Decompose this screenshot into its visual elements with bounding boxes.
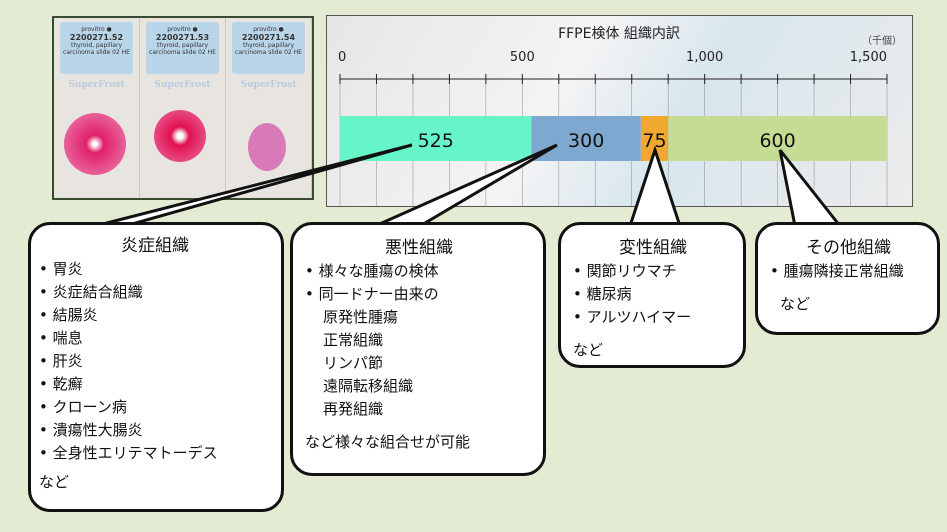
tick-label: 500 bbox=[510, 50, 535, 65]
slide-id: 2200271.54 bbox=[241, 33, 296, 42]
callout-box: 悪性組織様々な腫瘍の検体同一ドナー由来の原発性腫瘍正常組織リンパ節遠隔転移組織再… bbox=[290, 222, 546, 476]
callout-title: 悪性組織 bbox=[385, 238, 453, 258]
list-item: 潰瘍性大腸炎 bbox=[39, 419, 271, 442]
callout-footer: など bbox=[780, 295, 811, 313]
callout-tail bbox=[778, 149, 844, 228]
slide-desc: thyroid, papillary carcinoma slide 02 HE bbox=[149, 42, 216, 56]
tissue-section bbox=[248, 123, 286, 171]
list-item: 再発組織 bbox=[323, 400, 384, 418]
callout-tail bbox=[94, 143, 413, 228]
data-label: 300 bbox=[568, 130, 604, 152]
brand-text: provitro ● bbox=[81, 26, 112, 33]
callout-box: 炎症組織胃炎炎症結合組織結腸炎喘息肝炎乾癬クローン病潰瘍性大腸炎全身性エリテマト… bbox=[28, 222, 284, 512]
bar-segment bbox=[531, 116, 641, 161]
callout-list: 様々な腫瘍の検体同一ドナー由来の原発性腫瘍正常組織リンパ節遠隔転移組織再発組織 bbox=[305, 260, 533, 421]
list-item: 正常組織 bbox=[323, 331, 384, 349]
list-item: 同一ドナー由来の bbox=[305, 283, 533, 306]
tissue-section bbox=[154, 110, 206, 162]
callout-tail bbox=[627, 145, 683, 228]
list-item: リンパ節 bbox=[323, 354, 384, 372]
unit-label: （千個） bbox=[862, 34, 902, 47]
list-item: 全身性エリテマトーデス bbox=[39, 442, 271, 465]
stacked-bar-chart: FFPE検体 組織内訳 （千個） 0 500 1,000 1,500 525 300 75 600 bbox=[338, 26, 902, 206]
callout-box: 変性組織関節リウマチ糖尿病アルツハイマーなど bbox=[558, 222, 746, 368]
superfrost-text: SuperFrost bbox=[154, 80, 211, 90]
list-item: 様々な腫瘍の検体 bbox=[305, 260, 533, 283]
callout-title: 変性組織 bbox=[619, 238, 687, 258]
list-item: 原発性腫瘍 bbox=[323, 308, 399, 326]
data-label: 600 bbox=[759, 130, 795, 152]
callout-list: 腫瘍隣接正常組織 bbox=[770, 260, 927, 283]
list-item: アルツハイマー bbox=[573, 306, 733, 329]
list-item: 腫瘍隣接正常組織 bbox=[770, 260, 927, 283]
tick-label: 0 bbox=[338, 50, 346, 65]
superfrost-text: SuperFrost bbox=[68, 80, 125, 90]
callout-footer: など様々な組合せが可能 bbox=[305, 433, 471, 451]
chart-title: FFPE検体 組織内訳 bbox=[558, 26, 680, 42]
slide-id: 2200271.52 bbox=[69, 33, 124, 42]
list-item: 肝炎 bbox=[39, 350, 271, 373]
bar-segment bbox=[668, 116, 887, 161]
chart-panel: FFPE検体 組織内訳 （千個） 0 500 1,000 1,500 525 300 75 600 bbox=[326, 15, 913, 207]
bar-segment bbox=[340, 116, 532, 161]
list-item: 乾癬 bbox=[39, 373, 271, 396]
slide-id: 2200271.53 bbox=[155, 33, 210, 42]
data-label: 75 bbox=[642, 130, 666, 152]
tick-label: 1,000 bbox=[686, 50, 723, 65]
tick-label: 1,500 bbox=[850, 50, 887, 65]
callout-box: その他組織腫瘍隣接正常組織など bbox=[755, 222, 940, 335]
data-label: 525 bbox=[418, 130, 454, 152]
list-item: 胃炎 bbox=[39, 258, 271, 281]
callout-footer: など bbox=[39, 473, 70, 491]
callout-tail bbox=[374, 143, 558, 228]
list-item: 結腸炎 bbox=[39, 304, 271, 327]
slide-desc: thyroid, papillary carcinoma slide 02 HE bbox=[63, 42, 130, 56]
slide-desc: thyroid, papillary carcinoma slide 02 HE bbox=[235, 42, 302, 56]
callout-list: 関節リウマチ糖尿病アルツハイマー bbox=[573, 260, 733, 329]
tissue-section bbox=[64, 113, 126, 175]
callout-list: 胃炎炎症結合組織結腸炎喘息肝炎乾癬クローン病潰瘍性大腸炎全身性エリテマトーデス bbox=[39, 258, 271, 465]
list-item: 炎症結合組織 bbox=[39, 281, 271, 304]
list-item: クローン病 bbox=[39, 396, 271, 419]
brand-text: provitro ● bbox=[167, 26, 198, 33]
superfrost-text: SuperFrost bbox=[240, 80, 297, 90]
callout-title: その他組織 bbox=[806, 238, 891, 258]
list-item: 関節リウマチ bbox=[573, 260, 733, 283]
callout-title: 炎症組織 bbox=[121, 236, 189, 256]
callout-footer: など bbox=[573, 341, 604, 359]
list-item: 喘息 bbox=[39, 327, 271, 350]
list-item: 遠隔転移組織 bbox=[323, 377, 414, 395]
brand-text: provitro ● bbox=[253, 26, 284, 33]
list-item: 糖尿病 bbox=[573, 283, 733, 306]
